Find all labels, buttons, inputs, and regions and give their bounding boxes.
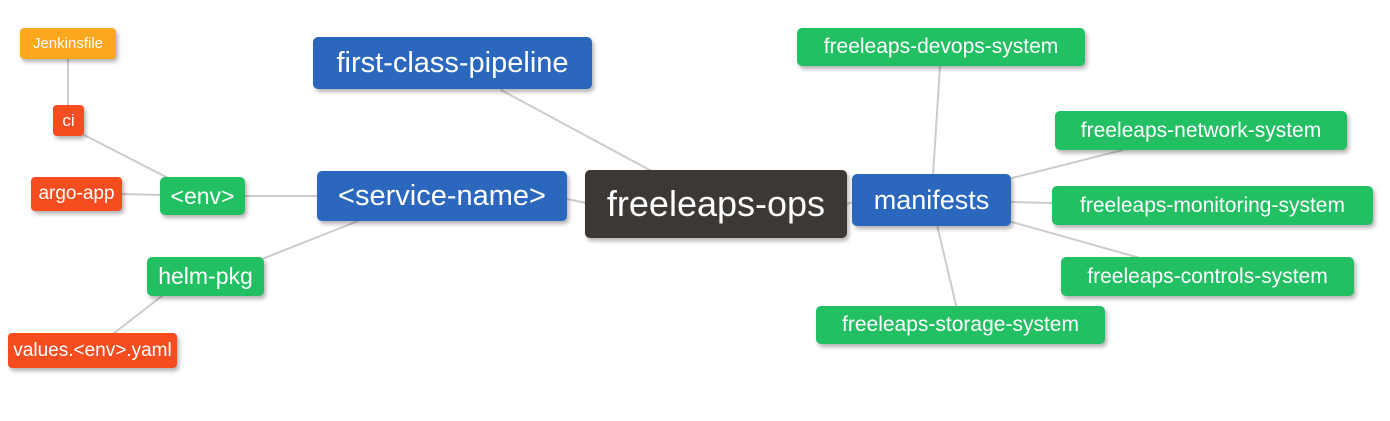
node-helm-pkg[interactable]: helm-pkg: [147, 257, 264, 296]
edge-manifests-monitoring: [1011, 201, 1054, 204]
node-argo-app[interactable]: argo-app: [31, 177, 122, 211]
node-root-freeleaps-ops[interactable]: freeleaps-ops: [585, 170, 847, 238]
edge-values-helm-pkg: [112, 295, 163, 335]
edge-manifests-network: [1011, 149, 1124, 179]
node-freeleaps-network-system[interactable]: freeleaps-network-system: [1055, 111, 1347, 150]
node-freeleaps-controls-system[interactable]: freeleaps-controls-system: [1061, 257, 1354, 296]
edge-pipeline-root: [500, 89, 658, 175]
edge-manifests-controls: [1011, 221, 1141, 259]
node-service-name[interactable]: <service-name>: [317, 171, 567, 221]
edge-service-name-root: [566, 198, 587, 204]
node-manifests[interactable]: manifests: [852, 174, 1011, 226]
node-ci[interactable]: ci: [53, 105, 84, 136]
node-freeleaps-devops-system[interactable]: freeleaps-devops-system: [797, 28, 1085, 66]
edge-ci-env: [83, 134, 169, 179]
node-freeleaps-monitoring-system[interactable]: freeleaps-monitoring-system: [1052, 186, 1373, 225]
edge-helm-pkg-service-name: [261, 220, 359, 260]
edge-manifests-storage: [936, 224, 957, 306]
node-values-env-yaml[interactable]: values.<env>.yaml: [8, 333, 177, 368]
edge-argo-app-env: [121, 193, 161, 196]
node-env[interactable]: <env>: [160, 177, 245, 215]
node-first-class-pipeline[interactable]: first-class-pipeline: [313, 37, 592, 89]
node-freeleaps-storage-system[interactable]: freeleaps-storage-system: [816, 306, 1105, 344]
edge-manifests-devops: [932, 65, 941, 176]
node-jenkinsfile[interactable]: Jenkinsfile: [20, 28, 116, 59]
